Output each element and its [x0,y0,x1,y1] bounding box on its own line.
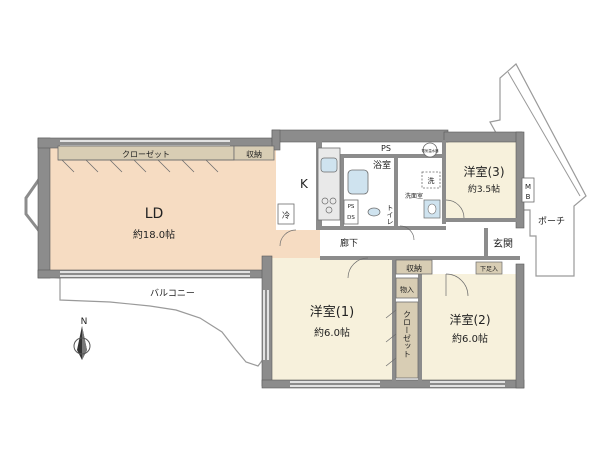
shuno-hall [395,259,433,275]
water-heater-label: 電気温水器 [422,148,440,153]
ds-small-label: DS [347,215,355,221]
getabako [475,261,503,275]
fridge-box [277,203,295,225]
porch-rail [507,71,581,197]
ld-area: 約18.0帖 [133,228,175,241]
toilet-bowl [367,207,381,217]
room2-floor [420,274,520,384]
ps-ds-shaft [343,199,359,225]
washer-pan [421,171,441,189]
washer-label: 洗 [428,176,435,185]
room1-area: 約6.0帖 [314,326,350,339]
bay-window [24,177,42,233]
shuno-hall-label: 収納 [406,263,422,273]
entrance-label: 玄関 [493,237,513,250]
oshiire-label: 物入 [400,285,414,294]
stove [321,197,337,214]
ps-small-label: PS [348,204,355,210]
room1-floor [268,258,394,384]
fridge-label: 冷 [282,210,290,220]
bathtub [347,169,369,195]
ps-top-label: PS [381,144,391,153]
shuno-ld [233,145,275,161]
room3-floor [446,140,520,220]
basin-bowl [427,203,437,215]
room3-area: 約3.5帖 [468,183,500,195]
bath-label: 浴室 [373,159,391,171]
toilet-label: トイレ [386,204,394,225]
ld-label: LD [145,206,164,222]
shuno-ld-label: 収納 [246,149,262,159]
kitchen-label: K [300,177,309,191]
water-heater [422,142,438,158]
door-swings [279,199,469,297]
closet-r1 [395,301,419,379]
room2-area: 約6.0帖 [452,332,488,345]
outer-walls [37,129,525,389]
balcony-label: バルコニー [150,288,195,299]
mb-b-label: B [526,193,531,201]
mb-m-label: M [525,183,531,191]
washroom-label: 洗面室 [405,192,423,200]
oshiire [395,277,419,299]
getabako-label: 下足入 [480,266,498,273]
ld-floor [40,140,320,276]
entrance-floor [486,228,520,260]
mb-box [521,177,535,203]
room1-label: 洋室(1) [310,304,354,320]
hallway-floor [320,228,486,258]
compass-icon [73,326,91,360]
room3-label: 洋室(3) [464,164,505,179]
closet-ld-doors [61,159,219,173]
porch-label: ポーチ [538,216,565,227]
hallway-label: 廊下 [340,237,358,249]
closet-ld-label: クローゼット [122,149,170,159]
closet-r1-doors [385,309,397,367]
room2-label: 洋室(2) [450,312,491,327]
sink [320,157,338,173]
compass-north-label: N [81,317,88,327]
closet-r1-label: クローゼット [403,310,412,358]
